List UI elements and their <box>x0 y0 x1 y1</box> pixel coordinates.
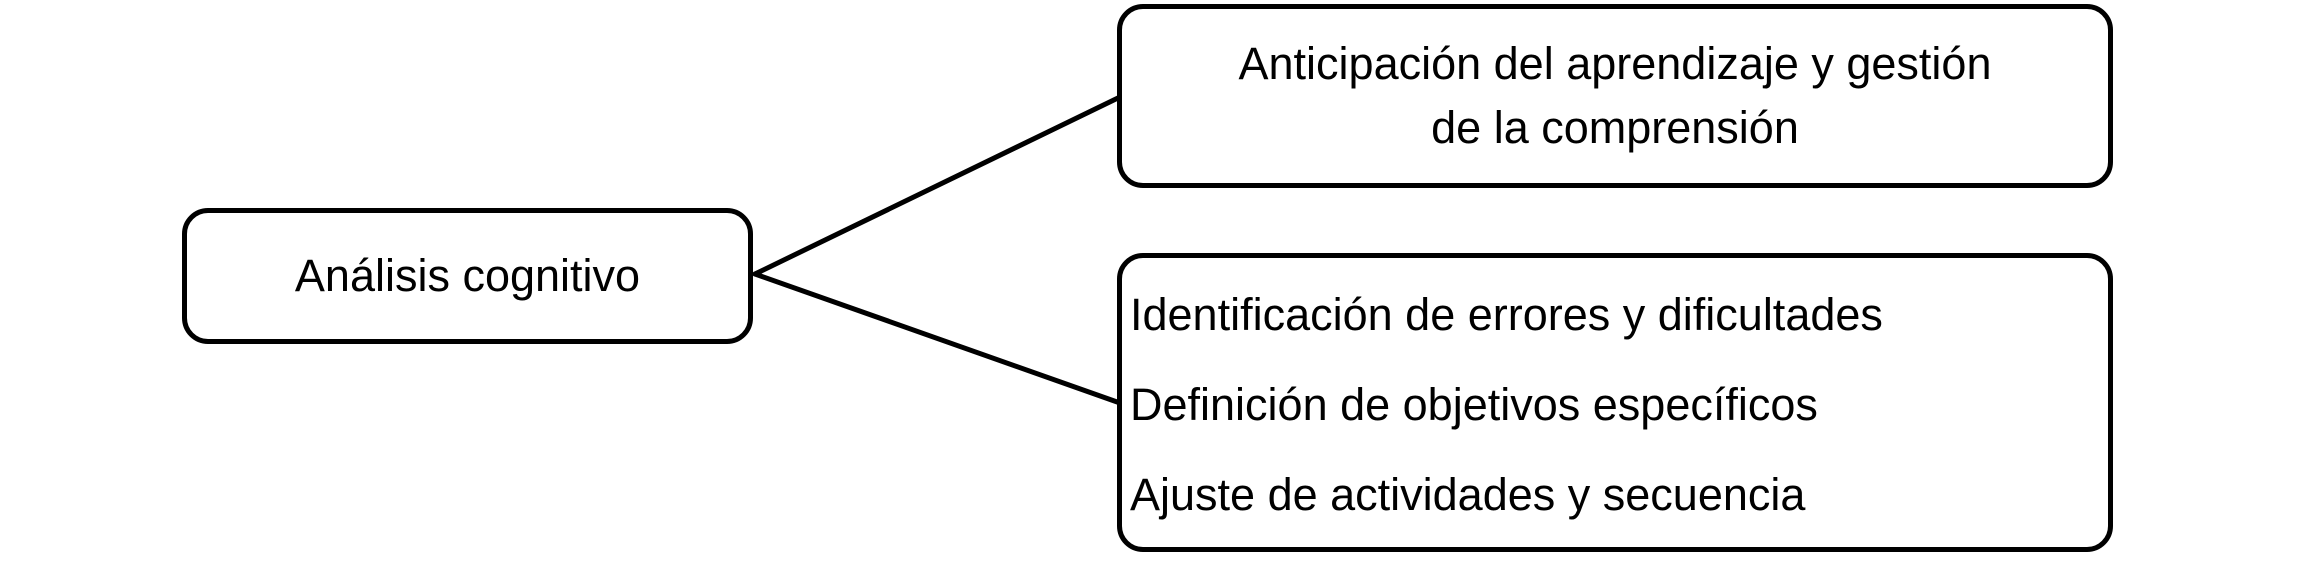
branch-bottom-item-identificacion: Identificación de errores y dificultades <box>1130 289 1883 340</box>
branch-top-label-line-2: de la comprensión <box>1431 102 1799 153</box>
connector-root-to-bottom-branch <box>752 271 1123 406</box>
branch-top-label-line-1: Anticipación del aprendizaje y gestión <box>1238 38 1992 89</box>
node-root-label: Análisis cognitivo <box>294 250 641 301</box>
node-root: Análisis cognitivo <box>182 208 753 344</box>
branch-bottom-item-definicion: Definición de objetivos específicos <box>1130 379 1818 430</box>
branch-bottom-item-ajuste: Ajuste de actividades y secuencia <box>1130 469 1806 520</box>
connector-root-to-top-branch <box>752 94 1123 277</box>
node-branch-anticipacion: Anticipación del aprendizaje y gestión d… <box>1117 4 2113 188</box>
node-branch-detalle: Identificación de errores y dificultades… <box>1117 253 2113 552</box>
